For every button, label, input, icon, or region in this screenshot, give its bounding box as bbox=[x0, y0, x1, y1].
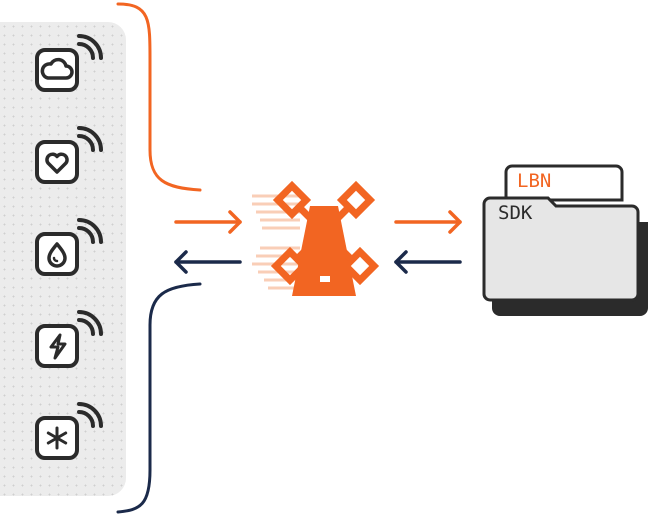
device-energy bbox=[32, 310, 108, 370]
downlink-curve bbox=[116, 282, 202, 514]
heart-icon bbox=[45, 152, 69, 174]
sdk-folder-label: SDK bbox=[498, 202, 533, 224]
device-cloud bbox=[32, 34, 108, 94]
uplink-curve bbox=[116, 2, 202, 192]
device-water bbox=[32, 218, 108, 278]
device-cooling bbox=[32, 402, 108, 462]
device-panel bbox=[0, 22, 126, 496]
sdk-folder bbox=[482, 164, 648, 316]
device-heart bbox=[32, 126, 108, 186]
water-drop-icon bbox=[47, 242, 67, 268]
snowflake-icon bbox=[46, 426, 68, 450]
arrow-left-to-hub bbox=[394, 250, 462, 274]
cloud-icon bbox=[40, 57, 74, 80]
windmill-logo bbox=[252, 180, 380, 296]
lightning-bolt-icon bbox=[49, 333, 67, 360]
lbn-folder-label: LBN bbox=[517, 170, 552, 192]
arrow-left-to-devices bbox=[174, 250, 242, 274]
arrow-right-to-hub bbox=[174, 210, 242, 234]
arrow-right-to-sdk bbox=[394, 210, 462, 234]
